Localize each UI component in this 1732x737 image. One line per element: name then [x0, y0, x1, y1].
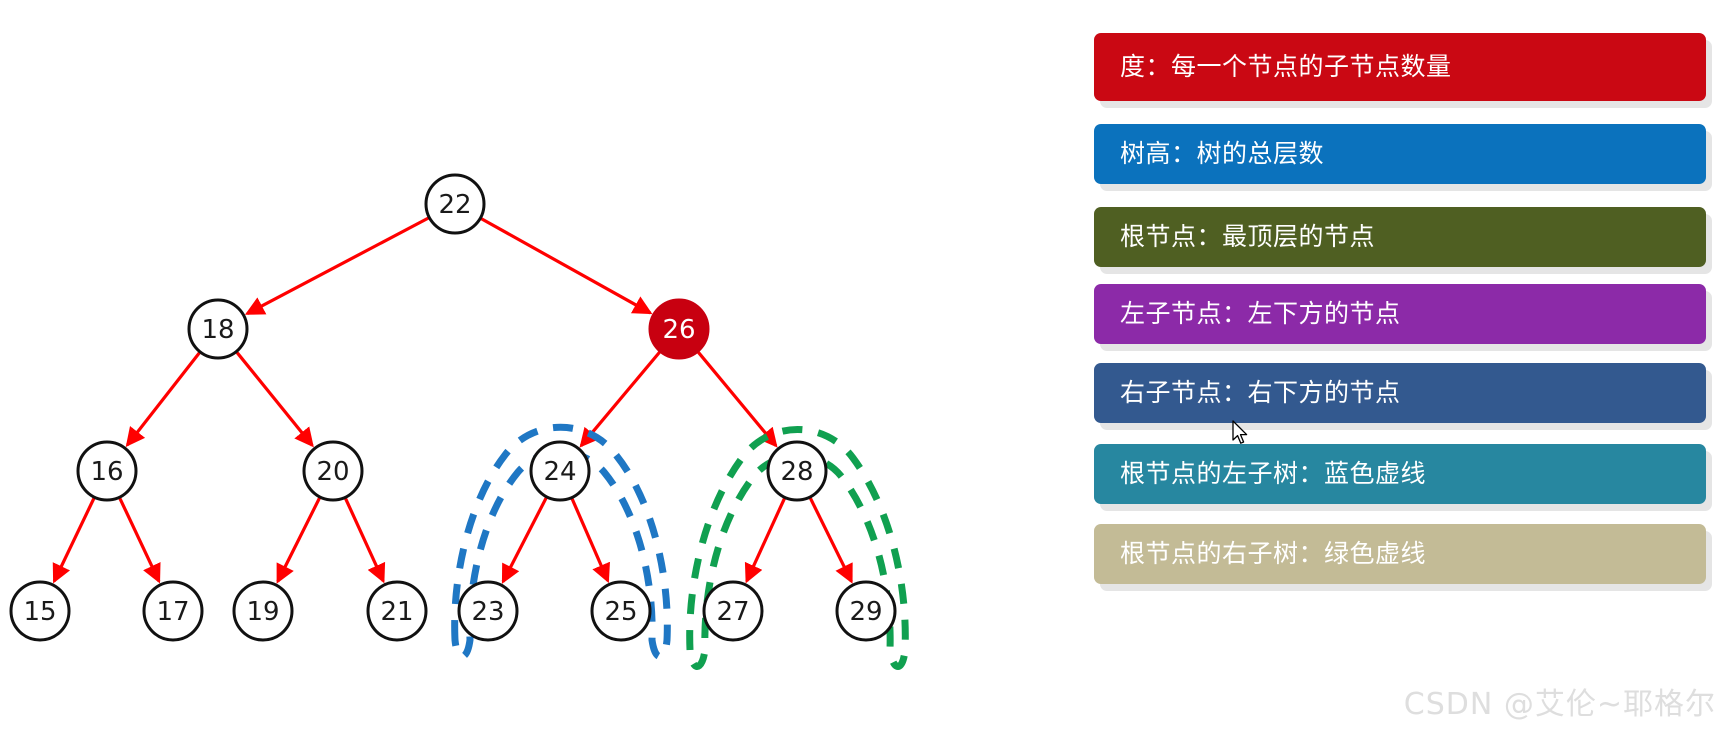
legend-row-label: 根节点：最顶层的节点	[1120, 222, 1376, 251]
node-circle	[76, 440, 138, 502]
node-circle	[142, 580, 204, 642]
tree-edges	[52, 216, 853, 584]
legend-row-3[interactable]: 根节点：最顶层的节点	[1094, 207, 1706, 267]
node-circle	[187, 298, 249, 360]
tree-node-17[interactable]: 17	[142, 580, 204, 642]
tree-edge	[276, 497, 322, 584]
tree-edge	[696, 351, 778, 448]
tree-edge	[808, 497, 853, 584]
node-value-label: 18	[201, 315, 234, 345]
tree-edge	[244, 216, 430, 316]
node-value-label: 19	[246, 597, 279, 627]
node-circle	[366, 580, 428, 642]
tree-node-26[interactable]: 26	[648, 298, 710, 360]
legend-row-6[interactable]: 根节点的左子树：蓝色虚线	[1094, 444, 1706, 504]
tree-canvas: 22 18 26 16 20 24 28 15 17 19 21 23 25 27 29	[9, 173, 909, 670]
tree-node-16[interactable]: 16	[76, 440, 138, 502]
legend-row-1[interactable]: 度：每一个节点的子节点数量	[1094, 33, 1706, 101]
node-circle	[232, 580, 294, 642]
tree-edge	[570, 497, 610, 584]
node-value-label: 24	[543, 457, 576, 487]
csdn-watermark: CSDN @艾伦~耶格尔	[1403, 687, 1716, 722]
definitions-legend-panel: 度：每一个节点的子节点数量树高：树的总层数根节点：最顶层的节点左子节点：左下方的…	[1094, 0, 1732, 737]
node-value-label: 21	[380, 597, 413, 627]
node-circle	[457, 580, 519, 642]
node-circle	[9, 580, 71, 642]
tree-node-28[interactable]: 28	[766, 440, 828, 502]
tree-node-23[interactable]: 23	[457, 580, 519, 642]
node-circle	[702, 580, 764, 642]
node-value-label: 20	[316, 457, 349, 487]
tree-edge	[480, 217, 653, 315]
node-value-label: 29	[849, 597, 882, 627]
node-circle	[302, 440, 364, 502]
node-circle	[766, 440, 828, 502]
legend-row-label: 根节点的右子树：绿色虚线	[1120, 539, 1427, 568]
legend-row-label: 左子节点：左下方的节点	[1120, 299, 1401, 328]
tree-edge	[501, 496, 548, 584]
subtree-outlines	[451, 423, 909, 670]
node-value-label: 15	[23, 597, 56, 627]
node-value-label: 26	[662, 315, 695, 345]
legend-row-5[interactable]: 右子节点：右下方的节点	[1094, 363, 1706, 423]
tree-node-20[interactable]: 20	[302, 440, 364, 502]
legend-row-7[interactable]: 根节点的右子树：绿色虚线	[1094, 524, 1706, 584]
legend-row-label: 根节点的左子树：蓝色虚线	[1120, 459, 1427, 488]
tree-node-18[interactable]: 18	[187, 298, 249, 360]
tree-nodes: 22 18 26 16 20 24 28 15 17 19 21 23 25 27 29	[9, 173, 897, 642]
tree-node-21[interactable]: 21	[366, 580, 428, 642]
node-value-label: 27	[716, 597, 749, 627]
tree-edge	[52, 497, 96, 584]
node-circle	[529, 440, 591, 502]
tree-node-15[interactable]: 15	[9, 580, 71, 642]
tree-node-29[interactable]: 29	[835, 580, 897, 642]
node-value-label: 28	[780, 457, 813, 487]
node-value-label: 25	[604, 597, 637, 627]
tree-node-19[interactable]: 19	[232, 580, 294, 642]
tree-node-24[interactable]: 24	[529, 440, 591, 502]
legend-row-label: 树高：树的总层数	[1120, 139, 1325, 168]
node-circle	[648, 298, 710, 360]
node-circle	[424, 173, 486, 235]
legend-row-4[interactable]: 左子节点：左下方的节点	[1094, 284, 1706, 344]
node-value-label: 17	[156, 597, 189, 627]
tree-edge	[235, 351, 314, 448]
node-value-label: 22	[438, 190, 471, 220]
legend-row-2[interactable]: 树高：树的总层数	[1094, 124, 1706, 184]
tree-edge	[125, 351, 201, 448]
tree-node-22[interactable]: 22	[424, 173, 486, 235]
binary-tree-diagram: 22 18 26 16 20 24 28 15 17 19 21 23 25 27 29	[9, 173, 909, 670]
left-subtree-outline	[451, 423, 671, 660]
tree-node-27[interactable]: 27	[702, 580, 764, 642]
node-circle	[590, 580, 652, 642]
tree-edge	[118, 497, 161, 584]
tree-edge	[744, 497, 786, 584]
node-value-label: 23	[471, 597, 504, 627]
node-circle	[835, 580, 897, 642]
tree-edge	[579, 350, 661, 448]
node-value-label: 16	[90, 457, 123, 487]
tree-edge	[344, 497, 386, 584]
tree-node-25[interactable]: 25	[590, 580, 652, 642]
legend-row-label: 度：每一个节点的子节点数量	[1120, 52, 1452, 81]
legend-row-label: 右子节点：右下方的节点	[1120, 378, 1401, 407]
